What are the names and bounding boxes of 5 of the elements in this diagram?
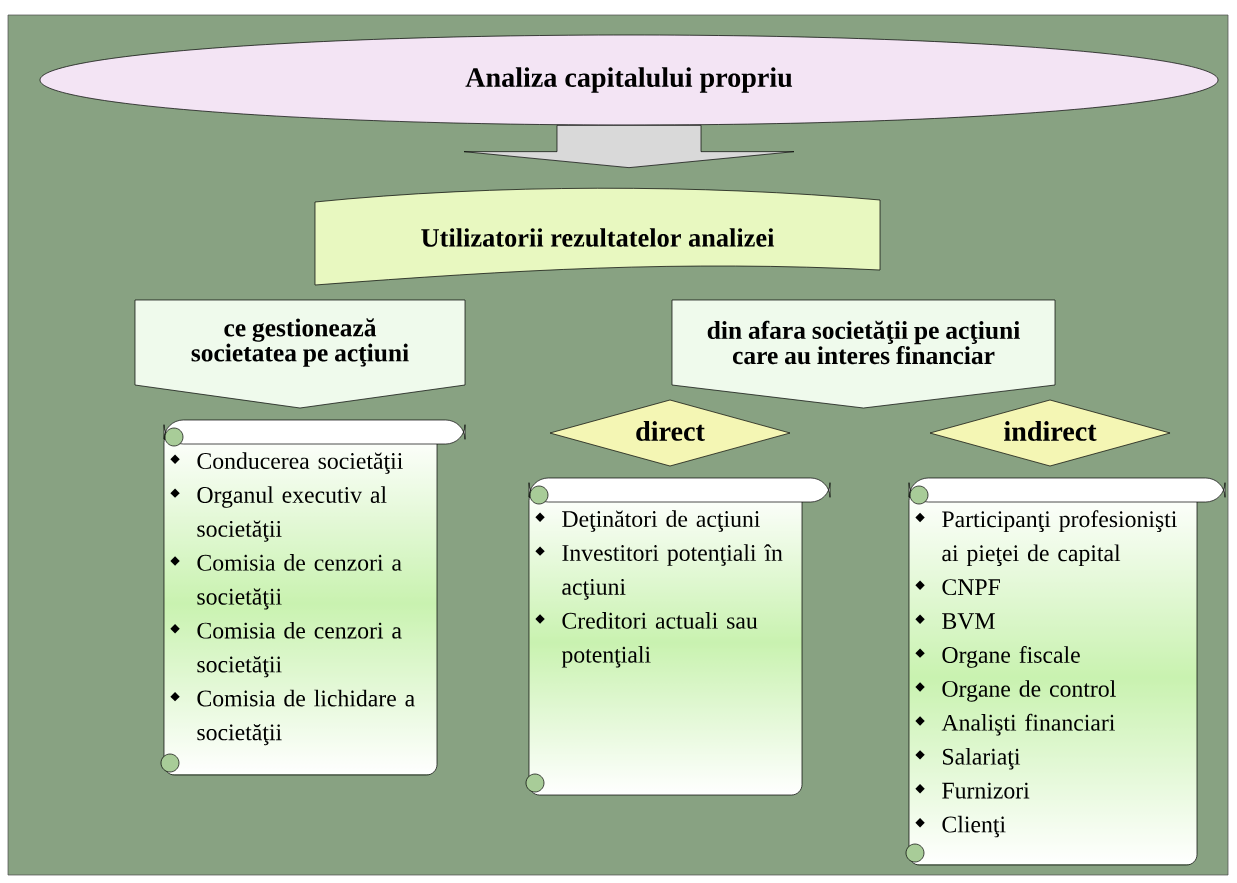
scroll-box: Deţinători de acţiuni Investitori potenţiali în acţiuni Creditori actuali sau potenţiali [525, 477, 831, 796]
block-arrow [463, 125, 795, 168]
scroll-box: Participanţi profesionişti ai pieţei de capital CNPF BVM Organe fiscale Organe de control Analişti financiari Salariaţi Furnizori Clienţi [905, 477, 1226, 866]
scroll-box: Conducerea societăţii Organul executiv al societăţii Comisia de cenzori a societăţii Comisia de cenzori a societăţii Comisia de lichidare a societăţii [160, 419, 466, 776]
wave-banner: Utilizatorii rezultatelor analizei [314, 187, 881, 286]
